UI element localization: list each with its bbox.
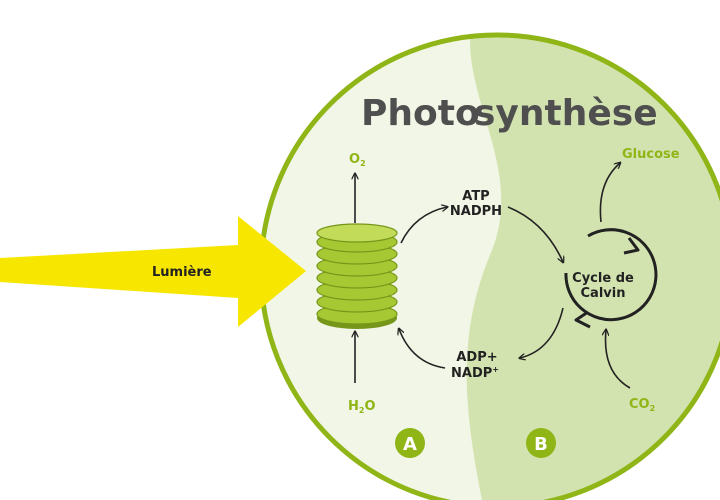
nadph-label: NADPH [450,204,502,219]
co2-input-arrow [606,330,631,389]
adp-label: ADP+ [456,350,497,365]
nadp-label: NADP+ [451,365,499,381]
light-label: Lumière [152,265,212,280]
atp-to-calvin-arrow [507,206,563,262]
calvin-cycle-arrowhead [574,310,591,329]
calvin-cycle-ring [564,228,658,322]
calvin-label-line2: Calvin [581,286,626,301]
o2-label: O2 [349,152,366,168]
thylakoid-stack [316,223,398,329]
phase-badge-b-label: B [534,434,548,455]
atp-label: ATP [462,189,489,204]
sunlight-arrow-shape [0,216,306,327]
calvin-cycle: Cycle de Calvin [564,228,658,329]
title-synthese: synthèse [474,93,658,134]
phase-badge-b: B [526,428,556,458]
phase-badge-b-circle [526,428,556,458]
sunlight-arrow: Lumière [0,216,306,327]
co2-label: CO2 [629,397,655,413]
calvin-cycle-arrowhead [623,237,640,255]
title-photo: Photo [361,93,480,134]
thylakoid-disc-top [316,223,398,243]
adp-from-calvin-arrow [520,307,564,358]
adp-to-thylakoid-arrow [399,329,446,369]
phase-badge-a-circle [395,428,425,458]
chloroplast-cell [258,32,720,500]
dark-phase-region [466,35,720,500]
phase-badge-a: A [395,428,425,458]
glucose-output-arrow [599,163,620,223]
glucose-label: Glucose [622,147,680,162]
h2o-label: H2O [348,399,376,415]
atp-production-arrow [400,207,447,244]
calvin-label-line1: Cycle de [572,271,634,286]
phase-badge-a-label: A [403,434,417,455]
